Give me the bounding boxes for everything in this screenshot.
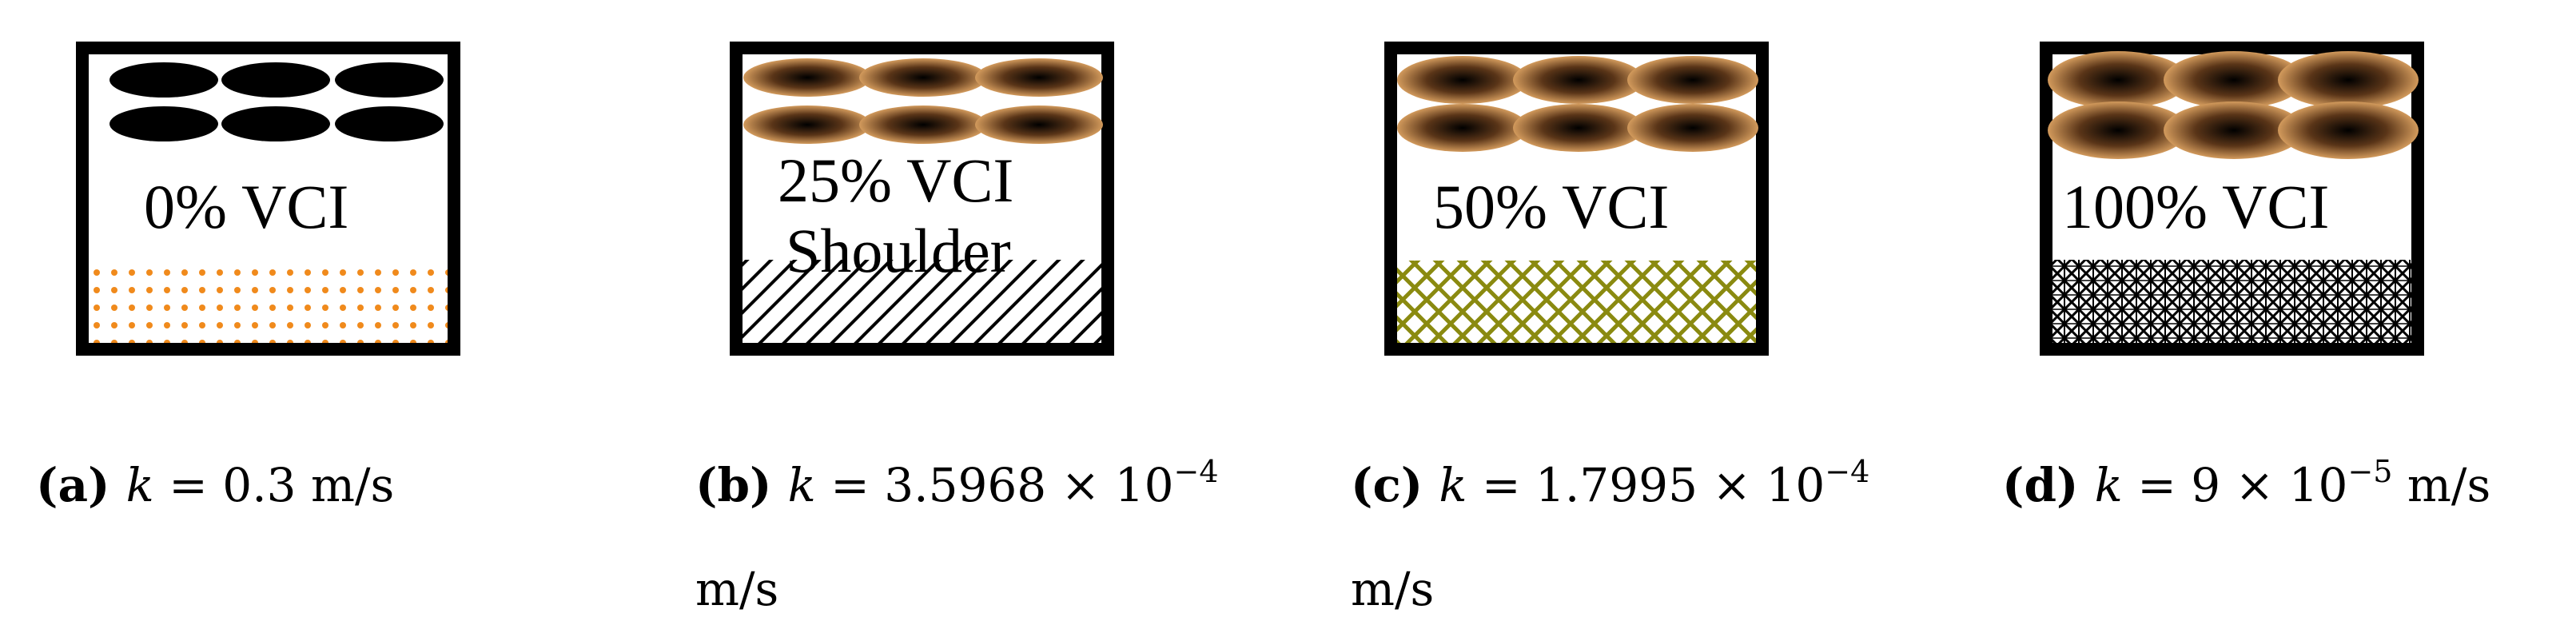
particle — [109, 106, 218, 141]
panel-a: 0% VCI — [76, 42, 460, 356]
particle — [221, 106, 330, 141]
panel-c-particles — [1397, 56, 1758, 152]
caption-b-tag: (b) — [695, 458, 788, 512]
panel-a-fill-dots — [89, 268, 448, 343]
panel-b: 25% VCI Shoulder — [730, 42, 1114, 356]
particle — [859, 58, 987, 97]
caption-c-exp: −4 — [1825, 454, 1870, 489]
panel-a-label: 0% VCI — [144, 172, 348, 241]
particle — [335, 106, 444, 141]
caption-c: (c) k = 1.7995 × 10−4 — [1351, 456, 1869, 508]
particle — [1627, 104, 1758, 152]
caption-a: (a) k = 0.3 m/s — [36, 462, 394, 508]
particle — [1627, 56, 1758, 104]
panel-a-particles — [109, 62, 444, 141]
particle — [975, 58, 1103, 97]
caption-a-eq: = 0.3 m/s — [153, 458, 395, 512]
panel-b-particles — [743, 58, 1103, 144]
particle — [2048, 102, 2188, 159]
caption-c-eq: = 1.7995 × 10 — [1467, 458, 1825, 512]
caption-d-tag: (d) — [2002, 458, 2095, 512]
particle — [2278, 102, 2419, 159]
caption-b-unit: m/s — [695, 562, 779, 616]
particle — [1513, 56, 1644, 104]
particle — [1513, 104, 1644, 152]
particle — [2278, 51, 2419, 109]
particle — [2048, 51, 2188, 109]
particle — [2164, 51, 2304, 109]
caption-d-var: k — [2094, 458, 2123, 512]
caption-b-var: k — [787, 458, 816, 512]
panel-b-fill-diagonal — [743, 260, 1101, 343]
panel-b-label: 25% VCI — [778, 145, 1013, 215]
caption-a-tag: (a) — [36, 458, 126, 512]
particle — [975, 106, 1103, 144]
particle — [2164, 102, 2304, 159]
panel-c: 50% VCI — [1384, 42, 1769, 356]
caption-c-tag: (c) — [1351, 458, 1439, 512]
particle — [859, 106, 987, 144]
particle — [743, 58, 871, 97]
caption-c-var: k — [1439, 458, 1467, 512]
panel-c-fill-crosshatch — [1397, 261, 1756, 343]
particle — [1397, 104, 1528, 152]
caption-b: (b) k = 3.5968 × 10−4 — [695, 456, 1219, 508]
particle — [335, 62, 444, 98]
particle — [221, 62, 330, 98]
particle — [743, 106, 871, 144]
caption-b-exp: −4 — [1173, 454, 1219, 489]
panel-b-label-line2: Shoulder — [786, 216, 1011, 285]
panel-d-label: 100% VCI — [2062, 172, 2329, 241]
caption-d-tail: m/s — [2392, 458, 2491, 512]
caption-b-eq: = 3.5968 × 10 — [815, 458, 1174, 512]
panel-d-fill-dense-hatch — [2052, 260, 2411, 343]
particle — [109, 62, 218, 98]
caption-d-exp: −5 — [2347, 454, 2393, 489]
caption-a-var: k — [125, 458, 154, 512]
caption-d-eq: = 9 × 10 — [2122, 458, 2348, 512]
panel-d-particles — [2048, 51, 2419, 159]
caption-d: (d) k = 9 × 10−5 m/s — [2002, 456, 2490, 508]
particle — [1397, 56, 1528, 104]
panel-c-label: 50% VCI — [1433, 172, 1669, 241]
caption-c-unit: m/s — [1351, 562, 1435, 616]
panel-d: 100% VCI — [2040, 42, 2424, 356]
